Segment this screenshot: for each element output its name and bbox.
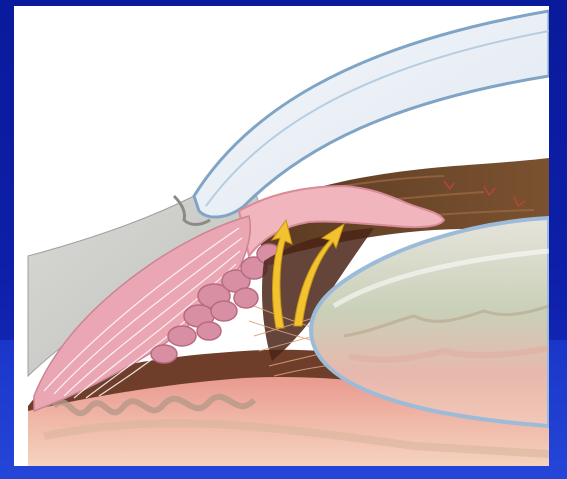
eye-angle-illustration [14, 6, 549, 466]
illustration-panel [14, 6, 549, 466]
